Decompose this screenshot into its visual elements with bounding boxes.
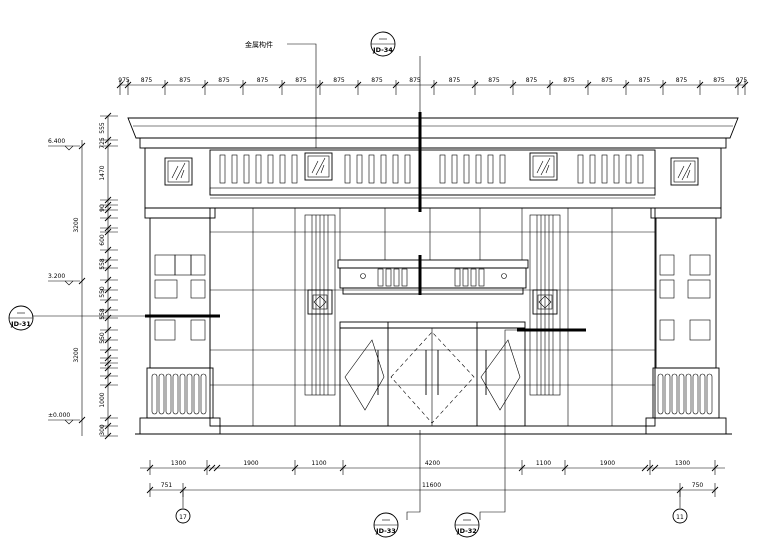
bottom-dim-label: 11600 xyxy=(422,482,441,489)
grid-axis-left: 17 xyxy=(175,490,191,524)
bottom-dim-label: 1100 xyxy=(536,460,551,467)
frieze xyxy=(144,147,722,209)
left-dim-label: 300 xyxy=(99,424,106,436)
left-dim-label: 558 xyxy=(99,308,106,320)
top-dim-label: 875 xyxy=(601,77,613,84)
dim-outer-lower: 3200 xyxy=(73,347,80,362)
left-dim-label: 725 xyxy=(99,137,106,149)
bottom-dim-label: 1900 xyxy=(243,460,258,467)
bottom-dim-label: 1900 xyxy=(600,460,615,467)
left-dim-label: 90 xyxy=(99,204,106,212)
section-tag-left: JD-31 xyxy=(8,305,34,331)
fluted-strip-left xyxy=(304,214,336,396)
left-dim-label: 555 xyxy=(99,122,106,134)
bottom-dimension-chain: 1300 1900 1100 4200 1100 1900 1300 751 11600 750 xyxy=(140,460,725,497)
bottom-dim-label: 1300 xyxy=(171,460,186,467)
top-dim-label: 875 xyxy=(449,77,461,84)
dim-outer-upper: 3200 xyxy=(73,217,80,232)
svg-text:3.200: 3.200 xyxy=(48,273,65,280)
svg-text:JD-32: JD-32 xyxy=(456,527,477,535)
top-dim-label: 875 xyxy=(141,77,153,84)
left-pilaster xyxy=(139,207,221,435)
bottom-dim-label: 751 xyxy=(161,482,173,489)
facade-wall xyxy=(209,207,656,427)
callout-label: 金属构件 xyxy=(245,40,273,49)
level-marker: 3.200 xyxy=(48,273,80,286)
fluted-strip-right xyxy=(529,214,561,396)
frieze-window xyxy=(529,152,558,181)
svg-text:±0.000: ±0.000 xyxy=(48,412,70,419)
top-dim-label: 875 xyxy=(333,77,345,84)
top-dim-label: 975 xyxy=(118,77,130,84)
section-cut-lines xyxy=(145,112,586,332)
top-dim-label: 875 xyxy=(218,77,230,84)
section-tag-bottom-a: JD-33 xyxy=(373,512,399,538)
left-dim-label: 550 xyxy=(99,286,106,298)
bottom-dim-label: 750 xyxy=(692,482,704,489)
svg-text:6.400: 6.400 xyxy=(48,138,65,145)
top-dim-label: 875 xyxy=(488,77,500,84)
top-dim-label: 875 xyxy=(257,77,269,84)
top-dim-label: 875 xyxy=(713,77,725,84)
bottom-dim-label: 1100 xyxy=(311,460,326,467)
frieze-window xyxy=(304,152,333,181)
level-marker: ±0.000 xyxy=(48,412,80,425)
leader-lines xyxy=(32,43,517,520)
svg-text:JD-31: JD-31 xyxy=(10,320,31,328)
svg-text:JD-34: JD-34 xyxy=(372,46,393,54)
section-tag-bottom-b: JD-32 xyxy=(454,512,480,538)
top-dim-label: 875 xyxy=(676,77,688,84)
svg-text:17: 17 xyxy=(179,514,187,521)
top-dimension-chain: 975 875 875 875 875 875 875 875 875 875 875 875 875 8… xyxy=(116,77,749,95)
grid-axis-right: 11 xyxy=(672,490,688,524)
top-dim-label: 975 xyxy=(736,77,748,84)
frieze-window xyxy=(164,157,193,186)
left-dim-label: 550 xyxy=(99,332,106,344)
entrance-doors xyxy=(339,321,526,427)
bottom-dim-label: 4200 xyxy=(425,460,440,467)
cornice xyxy=(127,117,739,149)
right-pilaster xyxy=(645,207,727,435)
top-dim-label: 875 xyxy=(639,77,651,84)
level-marker: 6.400 xyxy=(48,138,80,151)
left-dim-label: 600 xyxy=(99,234,106,246)
top-dim-label: 875 xyxy=(563,77,575,84)
left-dim-label: 1000 xyxy=(99,392,106,407)
top-dim-label: 875 xyxy=(295,77,307,84)
frieze-window xyxy=(670,157,699,186)
svg-text:11: 11 xyxy=(676,514,684,521)
svg-text:JD-33: JD-33 xyxy=(375,527,396,535)
top-dim-label: 875 xyxy=(526,77,538,84)
top-dim-label: 875 xyxy=(371,77,383,84)
door-canopy xyxy=(337,259,529,295)
section-tag-top: JD-34 xyxy=(370,31,396,57)
left-dim-label: 558 xyxy=(99,258,106,270)
top-dim-label: 875 xyxy=(409,77,421,84)
top-dim-label: 875 xyxy=(179,77,191,84)
bottom-dim-label: 1300 xyxy=(675,460,690,467)
left-dim-label: 1470 xyxy=(99,165,106,180)
